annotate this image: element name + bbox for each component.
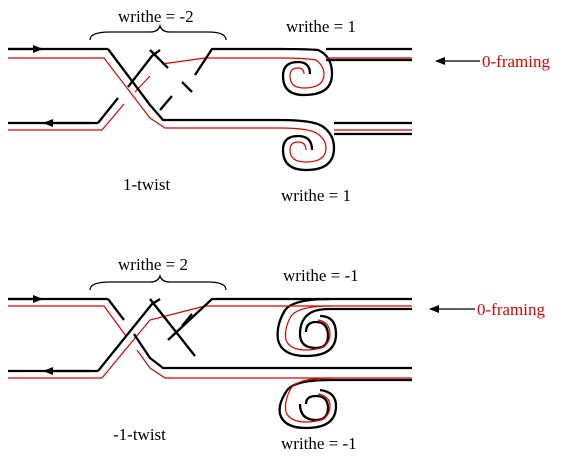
bottom-lower-kink-inner	[298, 394, 330, 422]
bottom-crossing-strand-d	[149, 298, 196, 357]
bottom-twist-label: -1-twist	[113, 425, 166, 444]
top-crossing-strand-g	[159, 95, 173, 111]
top-crossing-strand-a	[107, 48, 280, 122]
bottom-lower-kink-red-loop	[284, 377, 331, 423]
top-crossing-strand-c	[127, 49, 161, 88]
top-writhe-brace	[89, 23, 227, 41]
bottom-upper-framing-curve-2	[136, 349, 280, 379]
bottom-upper-kink	[280, 297, 412, 350]
top-crossing-strand-d	[149, 49, 169, 69]
top-lower-kink-red	[279, 127, 327, 163]
top-upper-kink-red	[279, 57, 325, 89]
top-lower-kink	[279, 118, 336, 172]
top-upper-kink	[228, 47, 334, 97]
bottom-upper-framing-curve	[8, 305, 127, 337]
bottom-writhe-upper-kink-label: writhe = -1	[283, 266, 359, 285]
top-crossing-strand-e	[181, 81, 193, 93]
bottom-crossing-strand-e	[167, 297, 280, 341]
bottom-crossing-strand-f	[181, 313, 193, 327]
bottom-crossing-strand-b	[133, 333, 280, 370]
bottom-panel: writhe = 2 writhe = -1 writhe = -1 -1-tw…	[8, 255, 545, 453]
top-framing-label: 0-framing	[482, 52, 550, 71]
top-crossing-strand-b	[97, 97, 119, 124]
top-twist-label: 1-twist	[123, 175, 171, 194]
bottom-framing-label: 0-framing	[477, 300, 545, 319]
top-writhe-crossings-label: writhe = -2	[118, 7, 194, 26]
bottom-upper-kink-red-loop	[284, 305, 331, 351]
top-upper-framing-curve	[8, 57, 280, 129]
bottom-upper-kink-outer	[276, 297, 338, 358]
bottom-crossing-strand-c	[97, 298, 161, 372]
bottom-lower-framing-curve	[8, 305, 280, 379]
top-lower-framing-curve	[8, 103, 125, 131]
bottom-writhe-brace	[89, 273, 227, 291]
top-writhe-lower-kink-label: writhe = 1	[281, 186, 351, 205]
bottom-writhe-crossings-label: writhe = 2	[118, 255, 188, 274]
top-writhe-upper-kink-label: writhe = 1	[286, 17, 356, 36]
top-panel: writhe = -2 writhe = 1 writhe = 1 1-twis…	[8, 7, 550, 205]
bottom-lower-kink	[278, 366, 412, 430]
bottom-crossing-strand-a	[107, 298, 125, 321]
bottom-writhe-lower-kink-label: writhe = -1	[281, 434, 357, 453]
top-crossing-strand-f	[194, 47, 228, 76]
top-lower-framing-curve-3	[161, 57, 280, 65]
